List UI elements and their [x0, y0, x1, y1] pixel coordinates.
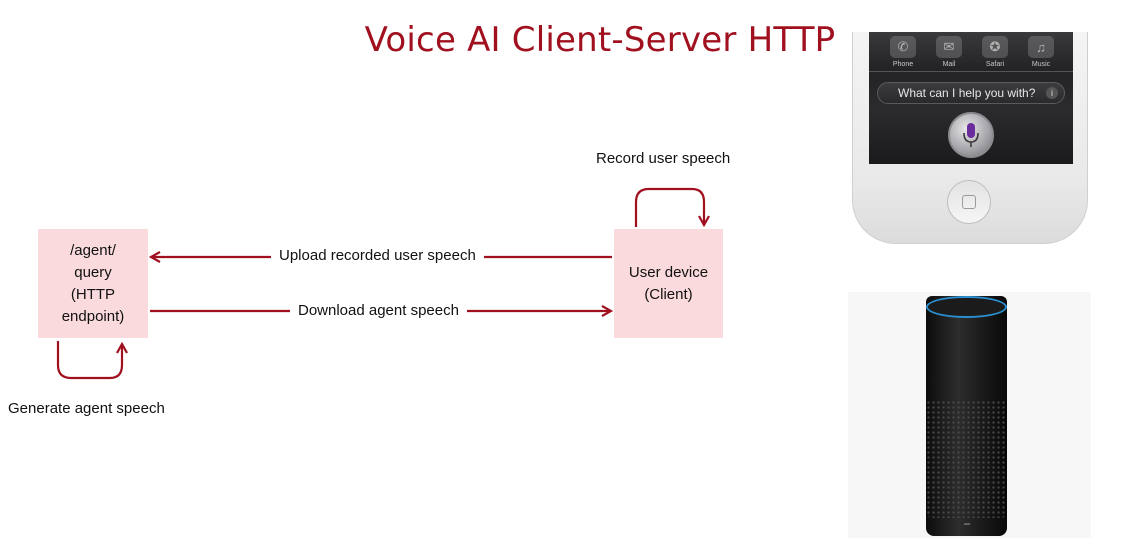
diagram-title: Voice AI Client-Server HTTP [364, 20, 836, 60]
phone-screen: ✆ ✉ ✪ ♫ Phone Mail Safari Music What can… [869, 32, 1073, 164]
client-device-box: User device (Client) [614, 229, 723, 338]
phone-dock: ✆ ✉ ✪ ♫ Phone Mail Safari Music [869, 32, 1073, 72]
speaker-grille [926, 400, 1007, 518]
server-box-line: (HTTP [70, 285, 116, 303]
server-box-line: /agent/ [70, 241, 116, 259]
info-icon: i [1046, 87, 1058, 99]
speaker-logo: ▬ [964, 521, 970, 527]
record-loop-arrow [634, 187, 704, 227]
home-button-icon [947, 180, 991, 224]
client-box-line: (Client) [644, 285, 693, 303]
microphone-icon [948, 112, 994, 158]
server-endpoint-box: /agent/ query (HTTP endpoint) [38, 229, 148, 338]
dock-label: Safari [985, 61, 1005, 68]
generate-loop-label: Generate agent speech [8, 400, 165, 417]
download-edge-label: Download agent speech [290, 302, 467, 319]
dock-label: Phone [892, 61, 914, 68]
upload-edge-label: Upload recorded user speech [271, 247, 484, 264]
record-loop-label: Record user speech [596, 150, 731, 167]
client-box-line: User device [628, 263, 709, 281]
phone-icon: ✆ [890, 36, 916, 58]
mail-icon: ✉ [936, 36, 962, 58]
speaker-light-ring [926, 296, 1007, 318]
siri-prompt-text: What can I help you with? [898, 86, 1036, 100]
dock-label: Mail [942, 61, 956, 68]
music-icon: ♫ [1028, 36, 1054, 58]
dock-label: Music [1031, 61, 1051, 68]
generate-loop-arrow [56, 341, 122, 380]
compass-icon: ✪ [982, 36, 1008, 58]
smartphone-image: ✆ ✉ ✪ ♫ Phone Mail Safari Music What can… [852, 32, 1088, 244]
server-box-line: endpoint) [61, 307, 125, 325]
server-box-line: query [74, 263, 112, 281]
siri-prompt-bubble: What can I help you with? i [877, 82, 1065, 104]
